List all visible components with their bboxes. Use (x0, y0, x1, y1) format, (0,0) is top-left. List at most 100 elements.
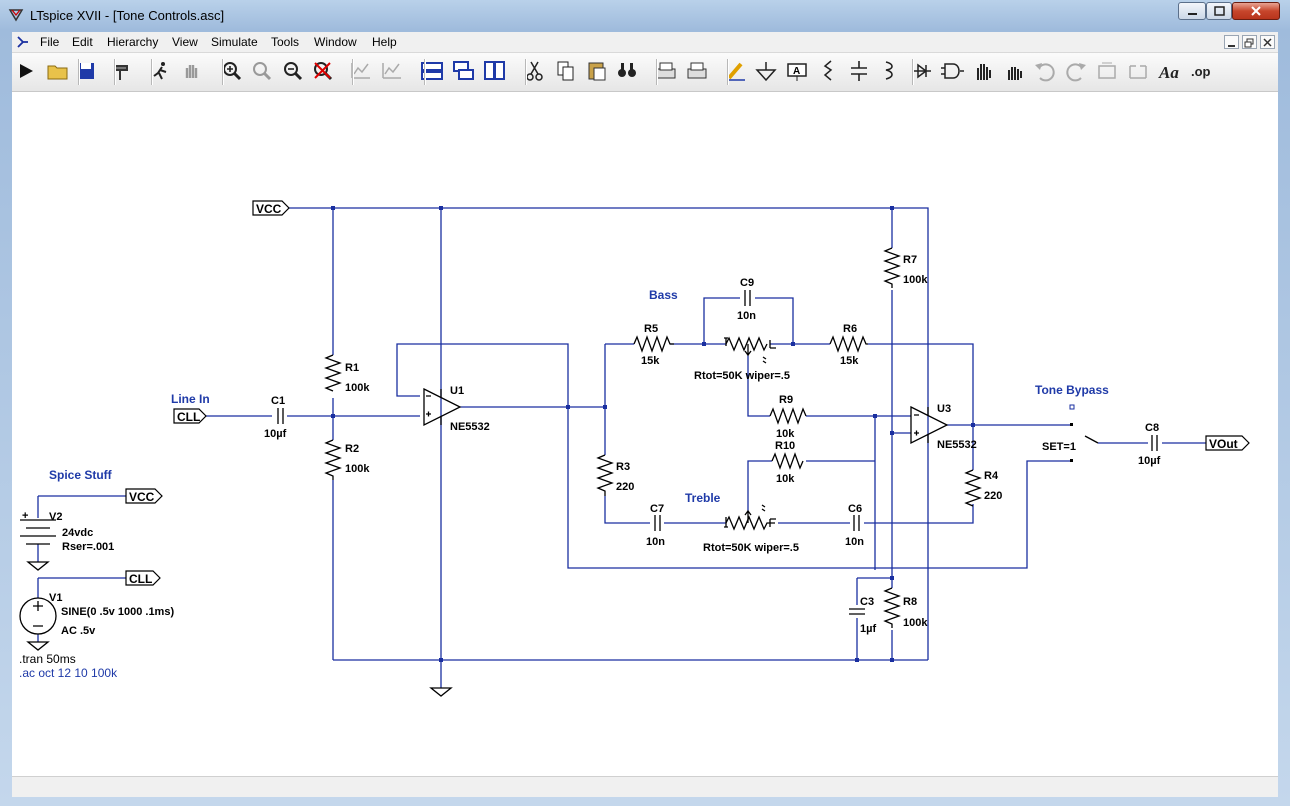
opamp-U3-symbol[interactable] (910, 405, 949, 445)
paste-icon (588, 62, 606, 81)
undo-button[interactable] (1032, 58, 1058, 84)
resistor-R7-symbol[interactable] (883, 247, 901, 288)
cll-source-port[interactable]: CLL (125, 570, 161, 586)
resistor-R2-symbol[interactable] (324, 439, 342, 480)
save-button[interactable] (73, 58, 99, 84)
cll-input-port[interactable]: CLL (173, 408, 207, 424)
vcc-supply-port[interactable]: VCC (125, 488, 163, 504)
copy-icon (557, 61, 574, 81)
copy-button[interactable] (553, 58, 579, 84)
voltage-source-V1-symbol[interactable] (19, 597, 57, 635)
resistor-R3-symbol[interactable] (596, 454, 614, 496)
resistor-R1-symbol[interactable] (324, 354, 342, 392)
tile-vertical-button[interactable] (482, 58, 508, 84)
spice-directive-button[interactable]: .op (1187, 58, 1213, 84)
halt-hand-button[interactable] (179, 58, 205, 84)
schematic[interactable]: + VCC CLL (12, 92, 1278, 776)
resistor-R8-symbol[interactable] (883, 587, 901, 628)
draw-wire-button[interactable] (723, 58, 749, 84)
schematic-canvas[interactable]: + VCC CLL (12, 92, 1278, 776)
toolbar-separator (727, 59, 729, 85)
r7-name: R7 (903, 254, 917, 266)
minimize-button[interactable] (1178, 2, 1206, 20)
capacitor-C9-symbol[interactable] (744, 290, 751, 306)
resistor-button[interactable] (815, 58, 841, 84)
mdi-close-button[interactable] (1260, 35, 1275, 49)
treble-potentiometer-symbol[interactable] (724, 504, 776, 531)
capacitor-C7-symbol[interactable] (654, 515, 661, 531)
diode-button[interactable] (909, 58, 935, 84)
cut-icon (526, 61, 543, 81)
resistor-R5-symbol[interactable] (633, 335, 674, 353)
tone-bypass-switch-symbol[interactable] (1070, 423, 1099, 462)
resistor-R4-symbol[interactable] (964, 469, 982, 507)
r7-value: 100k (903, 274, 928, 286)
label-net-button[interactable]: A (784, 58, 810, 84)
run-button[interactable] (13, 58, 39, 84)
resistor-R9-symbol[interactable] (769, 407, 807, 425)
autorange-cursor-button[interactable] (379, 58, 405, 84)
c9-value: 10n (737, 310, 756, 322)
battery-V2-symbol[interactable]: + (20, 510, 56, 545)
zoom-cancel-button[interactable] (310, 58, 336, 84)
tran-directive[interactable]: .tran 50ms (19, 652, 76, 666)
capacitor-C3-symbol[interactable] (849, 608, 865, 615)
line-in-label: Line In (171, 392, 210, 406)
capacitor-button[interactable] (846, 58, 872, 84)
tile-horizontal-button[interactable] (419, 58, 445, 84)
text-button[interactable]: Aa (1156, 58, 1182, 84)
menu-simulate[interactable]: Simulate (211, 35, 258, 49)
menu-edit[interactable]: Edit (72, 35, 93, 49)
vcc-port[interactable]: VCC (252, 200, 290, 216)
inductor-button[interactable] (876, 58, 902, 84)
capacitor-C8-symbol[interactable] (1151, 435, 1158, 451)
ground-symbol-v2[interactable] (26, 561, 50, 571)
menu-file[interactable]: File (40, 35, 60, 49)
paste-button[interactable] (584, 58, 610, 84)
menu-tools[interactable]: Tools (271, 35, 300, 49)
maximize-button[interactable] (1206, 2, 1232, 20)
drag-hand-button[interactable] (1001, 58, 1027, 84)
document-icon[interactable] (15, 34, 31, 50)
c6-name: C6 (848, 503, 862, 515)
ground-symbol-v1[interactable] (26, 641, 50, 651)
find-button[interactable] (614, 58, 640, 84)
ground-symbol[interactable] (429, 687, 453, 697)
opamp-U1-symbol[interactable] (423, 387, 462, 427)
bass-potentiometer-symbol[interactable] (724, 336, 776, 364)
zoom-in-button[interactable] (219, 58, 245, 84)
menu-window[interactable]: Window (314, 35, 357, 49)
mdi-restore-button[interactable] (1242, 35, 1257, 49)
menu-hierarchy[interactable]: Hierarchy (107, 35, 159, 49)
move-hand-button[interactable] (970, 58, 996, 84)
ac-directive[interactable]: .ac oct 12 10 100k (19, 666, 118, 680)
component-button[interactable] (939, 58, 965, 84)
print-button[interactable] (684, 58, 710, 84)
zoom-out-button[interactable] (280, 58, 306, 84)
runner-button[interactable] (148, 58, 174, 84)
cll-source-port-label: CLL (129, 572, 152, 586)
close-button[interactable] (1232, 2, 1280, 20)
menu-help[interactable]: Help (372, 35, 397, 49)
ground-button[interactable] (753, 58, 779, 84)
capacitor-C1-symbol[interactable] (277, 408, 284, 424)
inductor-icon (885, 61, 893, 80)
cascade-button[interactable] (451, 58, 477, 84)
resistor-R10-symbol[interactable] (771, 452, 804, 470)
toolbar-separator (151, 59, 153, 85)
treble-label: Treble (685, 491, 721, 505)
mdi-minimize-button[interactable] (1224, 35, 1239, 49)
rotate-button[interactable] (1094, 58, 1120, 84)
resistor-R6-symbol[interactable] (829, 335, 868, 353)
svg-text:A: A (793, 66, 800, 77)
redo-button[interactable] (1063, 58, 1089, 84)
mirror-button[interactable] (1125, 58, 1151, 84)
vout-port[interactable]: VOut (1205, 435, 1250, 451)
menu-view[interactable]: View (172, 35, 198, 49)
open-folder-button[interactable] (45, 58, 71, 84)
cut-button[interactable] (522, 58, 548, 84)
ground-icon (755, 62, 777, 82)
pan-button[interactable] (249, 58, 275, 84)
capacitor-C6-symbol[interactable] (853, 515, 860, 531)
